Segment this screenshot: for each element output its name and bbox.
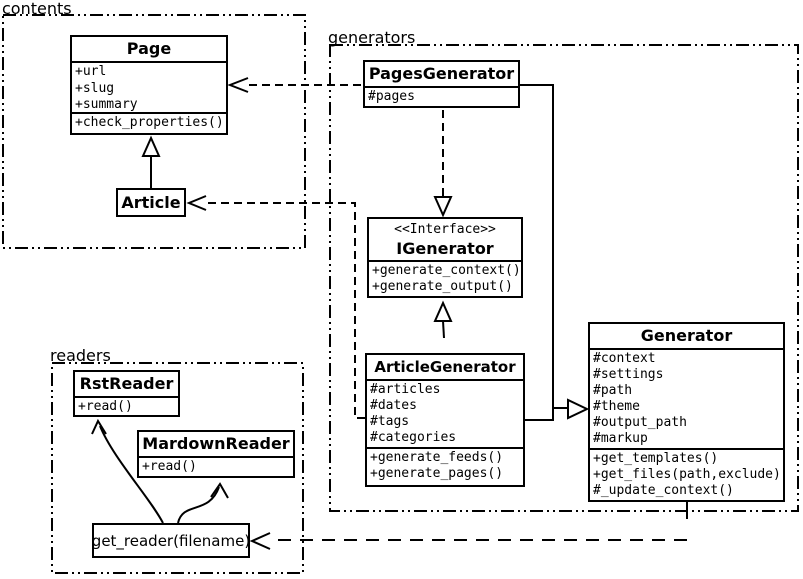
class-title-igenerator: IGenerator	[396, 239, 494, 258]
class-box-generator: Generator #context #settings #path #them…	[588, 322, 785, 502]
articlegenerator-to-generator-line	[525, 408, 554, 421]
page-methods-section: +check_properties()	[72, 114, 226, 133]
igenerator-methods-section: +generate_context() +generate_output()	[369, 262, 521, 296]
class-title-rstreader: RstReader	[75, 372, 178, 398]
readers-package-border	[51, 362, 304, 574]
class-title-article: Article	[121, 192, 181, 212]
attribute-summary: +summary	[75, 97, 138, 112]
attribute-slug: +slug	[75, 80, 115, 96]
article-to-page-triangle-arrowhead	[141, 135, 161, 157]
attribute-settings: #settings	[593, 367, 664, 382]
method-generate-context: +generate_context()	[372, 263, 521, 278]
class-box-rstreader: RstReader +read()	[73, 370, 180, 417]
attribute-context: #context	[593, 351, 656, 366]
package-label-readers: readers	[50, 346, 111, 365]
generator-attributes-section: #context #settings #path #theme #output_…	[590, 350, 783, 450]
method-mardown-read: +read()	[142, 459, 197, 474]
method-get-files: +get_files(path,exclude)	[593, 467, 781, 482]
class-box-mardownreader: MardownReader +read()	[137, 430, 295, 478]
pagesgenerator-to-page-open-arrowhead	[227, 77, 249, 93]
attribute-pages: #pages	[368, 89, 415, 104]
class-box-page: Page +url +slug +summary +check_properti…	[70, 35, 228, 135]
generator-methods-section: +get_templates() +get_files(path,exclude…	[590, 450, 783, 500]
attribute-dates: #dates	[370, 398, 417, 413]
articlegenerator-attributes-section: #articles #dates #tags #categories	[367, 381, 523, 449]
attribute-markup: #markup	[593, 431, 648, 446]
attribute-url: +url	[75, 64, 107, 79]
get-reader-box: get_reader(filename)	[92, 523, 250, 558]
getreader-to-mardownreader-curve	[177, 486, 220, 524]
mardownreader-methods-section: +read()	[139, 458, 293, 476]
articlegenerator-to-igenerator-line	[442, 320, 445, 339]
articlegenerator-to-article-open-arrowhead	[186, 195, 207, 211]
attribute-categories: #categories	[370, 430, 457, 445]
method-update-context: #_update_context()	[593, 483, 734, 498]
articlegenerator-methods-section: +generate_feeds() +generate_pages()	[367, 449, 523, 485]
class-box-article: Article	[116, 188, 186, 217]
class-title-mardownreader: MardownReader	[139, 432, 293, 458]
method-check-properties: +check_properties()	[75, 115, 224, 130]
attribute-path: #path	[593, 383, 633, 398]
igenerator-stereotype: <<Interface>>	[394, 222, 496, 237]
class-box-pagesgenerator: PagesGenerator #pages	[363, 60, 520, 108]
getreader-to-rstreader-curve	[99, 425, 164, 524]
class-title-articlegenerator: ArticleGenerator	[367, 355, 523, 381]
method-generate-pages: +generate_pages()	[370, 466, 504, 481]
getreader-to-rstreader-arrowhead	[91, 418, 107, 435]
method-rst-read: +read()	[78, 399, 133, 414]
class-title-pagesgenerator: PagesGenerator	[365, 62, 518, 88]
class-box-igenerator: <<Interface>> IGenerator +generate_conte…	[367, 217, 523, 298]
pagesgenerator-to-igenerator-triangle-arrowhead	[433, 196, 453, 218]
attribute-output-path: #output_path	[593, 415, 687, 430]
method-generate-feeds: +generate_feeds()	[370, 450, 504, 465]
pagesgenerator-attributes-section: #pages	[365, 88, 518, 106]
generator-triangle-arrowhead	[567, 398, 590, 420]
method-generate-output: +generate_output()	[372, 279, 513, 294]
igenerator-header: <<Interface>> IGenerator	[369, 219, 521, 262]
package-label-generators: generators	[328, 28, 416, 47]
generators-package-border	[329, 44, 799, 512]
generator-to-getreader-open-arrowhead	[249, 532, 271, 550]
attribute-articles: #articles	[370, 382, 441, 397]
class-box-articlegenerator: ArticleGenerator #articles #dates #tags …	[365, 353, 525, 487]
attribute-theme: #theme	[593, 399, 640, 414]
articlegenerator-to-article-dashed-line	[207, 202, 365, 419]
class-title-generator: Generator	[590, 324, 783, 350]
pagesgenerator-to-generator-line	[520, 84, 568, 409]
getreader-to-mardownreader-arrowhead	[210, 482, 229, 499]
attribute-tags: #tags	[370, 414, 410, 429]
articlegenerator-to-igenerator-triangle-arrowhead	[433, 300, 453, 322]
page-attributes-section: +url +slug +summary	[72, 63, 226, 114]
method-get-templates: +get_templates()	[593, 451, 719, 466]
contents-package-border	[2, 14, 306, 249]
package-label-contents: contents	[2, 0, 72, 18]
class-title-page: Page	[72, 37, 226, 63]
rstreader-methods-section: +read()	[75, 398, 178, 415]
